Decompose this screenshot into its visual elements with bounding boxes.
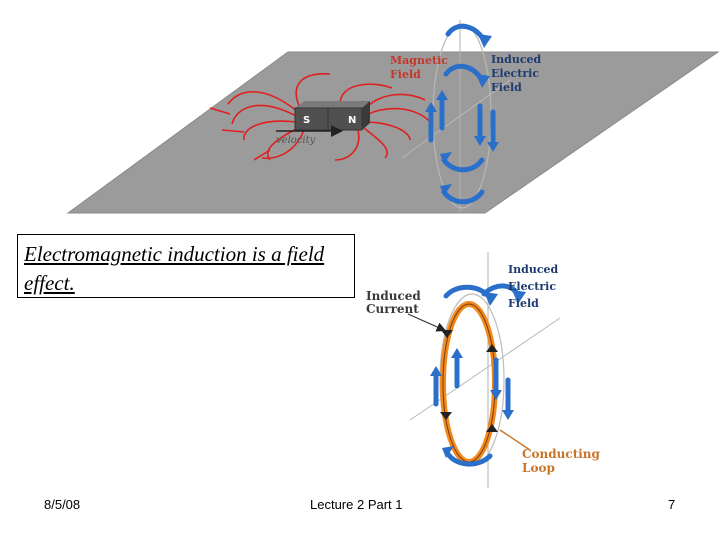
plane — [66, 51, 720, 214]
top-induced-arrowheads — [425, 34, 499, 196]
induced-current-label-line2: Current — [366, 302, 419, 316]
magnetic-field-label-line1: Magnetic — [390, 54, 448, 67]
footer-page-number: 7 — [668, 497, 676, 512]
bottom-induced-arrows — [433, 283, 521, 467]
conducting-loop-inner-edge — [442, 303, 496, 463]
magnet-pole-south: S — [303, 115, 310, 126]
footer-lecture: Lecture 2 Part 1 — [310, 497, 403, 512]
induced-current-arrows — [440, 330, 498, 432]
top-induced-field-label-line3: Field — [491, 81, 522, 94]
induced-current-label-line1: Induced — [366, 289, 421, 303]
top-induced-field-label-line2: Electric — [491, 67, 539, 80]
bottom-induced-field-label-line1: Induced — [508, 263, 559, 276]
title-box: Electromagnetic induction is a field eff… — [17, 234, 355, 298]
bottom-induced-arrowheads — [430, 290, 526, 458]
bottom-loop-crossline — [409, 317, 561, 421]
top-loop-crossline — [401, 79, 511, 159]
top-induced-field-label-line1: Induced — [491, 53, 542, 66]
induced-current-callout — [407, 313, 447, 332]
magnetic-field-label-line2: Field — [390, 68, 421, 81]
conducting-loop-label-line2: Loop — [522, 461, 555, 475]
slide-title: Electromagnetic induction is a field eff… — [24, 242, 325, 295]
bottom-induced-field-label-line2: Electric — [508, 280, 556, 293]
footer-date: 8/5/08 — [44, 497, 81, 512]
magnet-pole-north: N — [348, 115, 356, 126]
bottom-induced-field-label-line3: Field — [508, 297, 539, 310]
bar-magnet — [294, 101, 370, 131]
velocity-label: velocity — [276, 135, 316, 146]
conducting-loop-callout — [499, 429, 531, 451]
conducting-loop-label-line1: Conducting — [522, 447, 601, 461]
